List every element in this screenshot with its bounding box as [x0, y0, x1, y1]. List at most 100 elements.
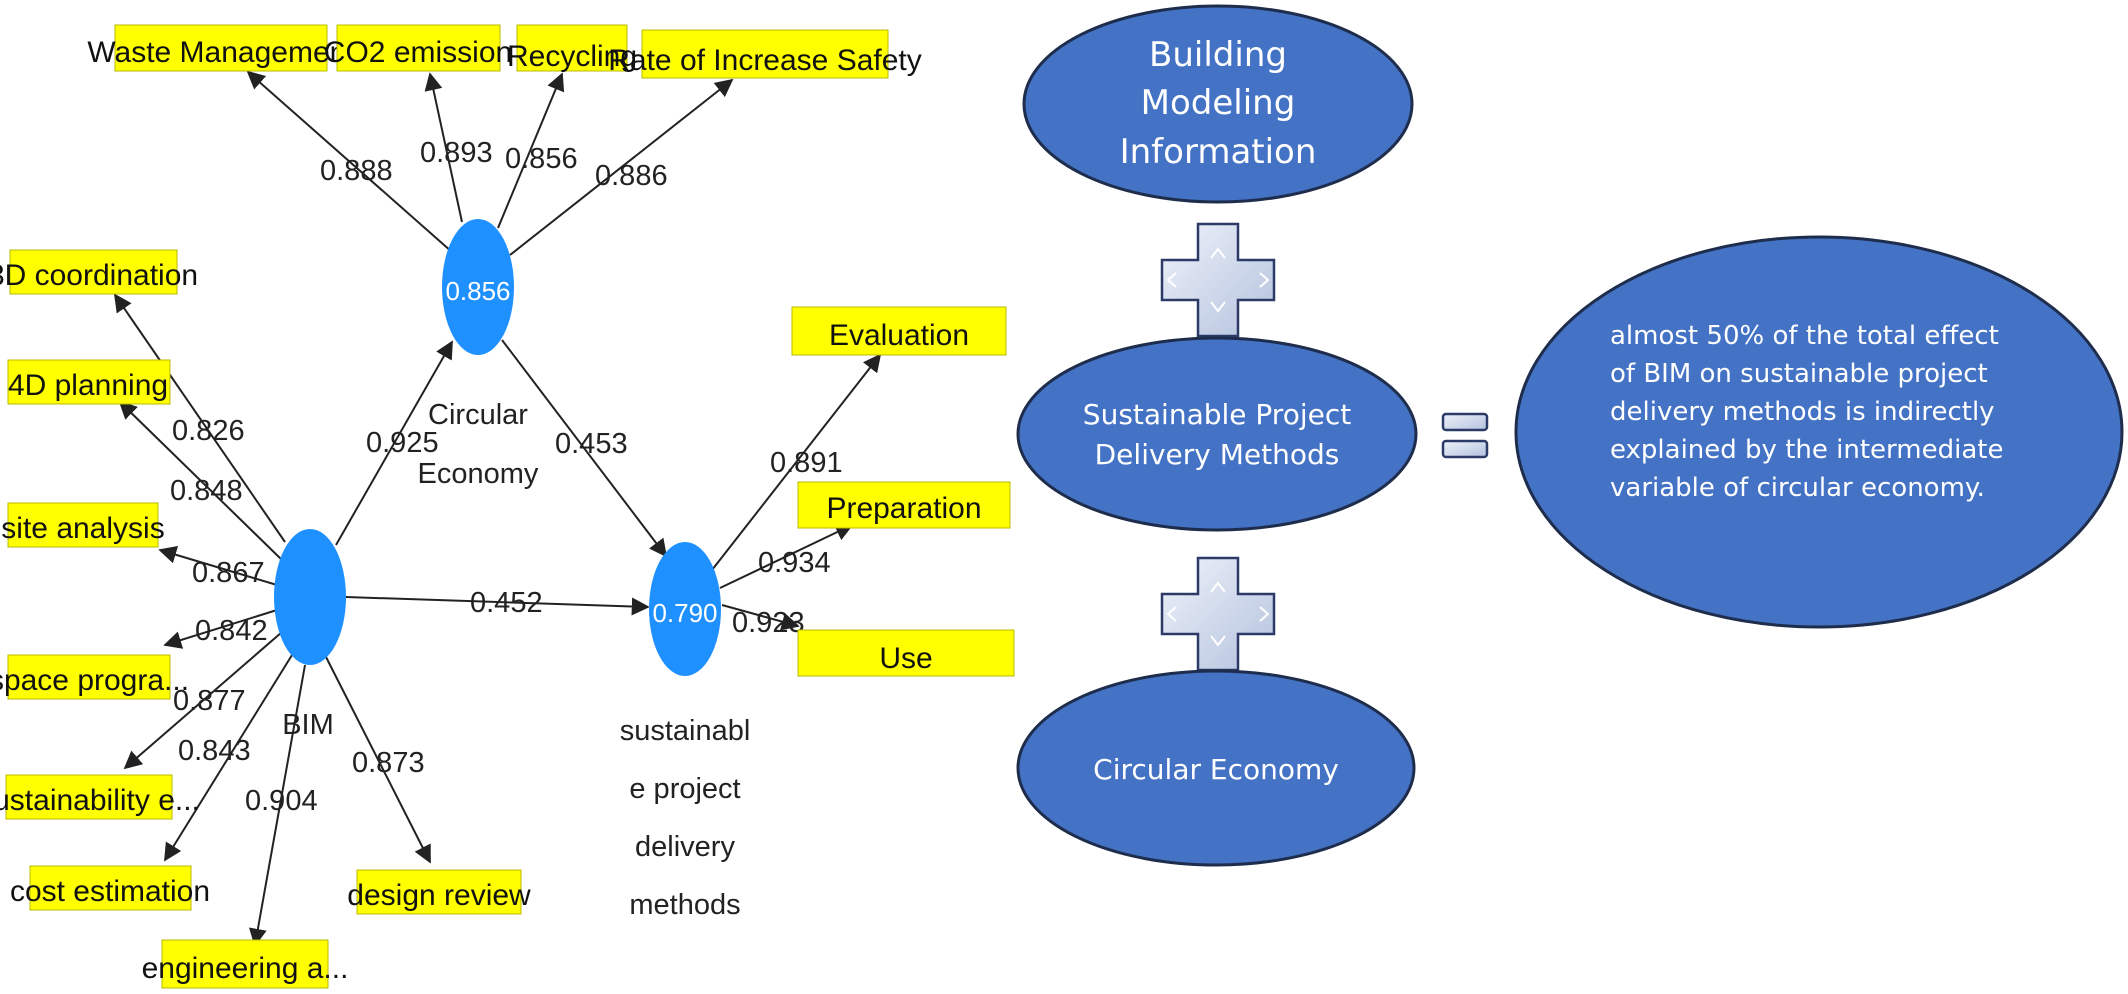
- latent-ce-name-line2: Economy: [418, 458, 539, 490]
- indicator-engineering-analysis: engineering a...: [142, 939, 349, 989]
- arrow-bim-site-analysis: [158, 546, 278, 586]
- loading-preparation: 0.934: [758, 547, 831, 579]
- plus-icon: [1160, 222, 1276, 338]
- svg-text:CO2 emission: CO2 emission: [324, 36, 512, 69]
- indicator-evaluation: Evaluation: [791, 306, 1007, 356]
- svg-text:3D coordination: 3D coordination: [0, 259, 198, 292]
- oval-spdm-line2: Delivery Methods: [1095, 438, 1340, 471]
- oval-ce-line1: Circular Economy: [1093, 753, 1339, 786]
- arrow-ce-waste-management: [246, 70, 453, 253]
- arrow-ce-co2-emission: [424, 72, 463, 223]
- svg-text:cost estimation: cost estimation: [10, 875, 210, 908]
- arrow-spdm-use: [721, 604, 800, 631]
- oval-bim-line2: Modeling: [1141, 83, 1296, 123]
- path-bim-to-spdm: 0.452: [470, 587, 543, 619]
- indicator-waste-management: Waste Management: [87, 24, 355, 72]
- loading-co2-emission: 0.893: [420, 137, 493, 169]
- model-arrows: [113, 70, 882, 947]
- arrow-ce-to-spdm: [501, 339, 668, 558]
- latent-bim-name: BIM: [282, 709, 334, 741]
- loading-use: 0.923: [732, 607, 805, 639]
- latent-spdm: 0.790 sustainabl e project delivery meth…: [620, 542, 751, 921]
- arrow-bim-to-spdm: [345, 596, 650, 616]
- result-line5: variable of circular economy.: [1610, 473, 1985, 503]
- latent-ce-value: 0.856: [445, 276, 510, 306]
- loading-waste-management: 0.888: [320, 155, 393, 187]
- arrow-ce-rate-safety: [509, 78, 734, 256]
- indicator-cost-estimation: cost estimation: [10, 865, 210, 911]
- arrow-bim-4d-planning: [118, 400, 283, 561]
- arrow-bim-space-programming: [163, 609, 278, 649]
- indicator-sustainability-eval: sustainability e...: [0, 774, 200, 820]
- loading-engineering-analysis: 0.904: [245, 785, 318, 817]
- svg-text:sustainability e...: sustainability e...: [0, 784, 200, 817]
- svg-text:Rate of Increase Safety: Rate of Increase Safety: [608, 44, 922, 77]
- arrow-bim-engineering-analysis: [248, 664, 306, 947]
- oval-result: almost 50% of the total effect of BIM on…: [1514, 235, 2124, 629]
- arrow-bim-sustainability-eval: [123, 631, 283, 770]
- latent-spdm-name-line3: delivery: [635, 831, 735, 863]
- indicator-co2-emission: CO2 emission: [324, 24, 512, 72]
- loading-cost-estimation: 0.843: [178, 735, 251, 767]
- loading-design-review: 0.873: [352, 747, 425, 779]
- coefficient-labels: 0.888 0.893 0.856 0.886 0.826 0.848 0.86…: [170, 137, 843, 817]
- svg-text:space progra...: space progra...: [0, 664, 189, 697]
- oval-bim-line3: Information: [1120, 132, 1317, 172]
- arrow-bim-3d-coordination: [113, 293, 286, 543]
- arrow-bim-cost-estimation: [164, 654, 293, 862]
- arrow-bim-design-review: [324, 654, 431, 864]
- latent-spdm-value: 0.790: [652, 598, 717, 628]
- latent-spdm-name-line4: methods: [629, 889, 740, 921]
- latent-spdm-name-line1: sustainabl: [620, 715, 751, 747]
- loading-evaluation: 0.891: [770, 447, 843, 479]
- oval-circular-economy: Circular Economy: [1016, 669, 1416, 867]
- arrow-bim-to-ce: [335, 340, 453, 546]
- loading-4d-planning: 0.848: [170, 475, 243, 507]
- svg-text:Waste Management: Waste Management: [87, 36, 355, 69]
- indicator-3d-coordination: 3D coordination: [0, 249, 198, 295]
- svg-text:4D planning: 4D planning: [8, 369, 168, 402]
- result-line2: of BIM on sustainable project: [1610, 359, 1988, 389]
- indicator-site-analysis: site analysis: [1, 502, 165, 548]
- result-line3: delivery methods is indirectly: [1610, 397, 1995, 427]
- latent-spdm-name-line2: e project: [629, 773, 740, 805]
- indicator-recycling: Recycling: [507, 24, 637, 73]
- latent-ce-name-line1: Circular: [428, 399, 528, 431]
- result-line4: explained by the intermediate: [1610, 435, 2003, 465]
- equals-icon: [1441, 412, 1489, 459]
- svg-text:Recycling: Recycling: [507, 40, 637, 73]
- arrow-spdm-preparation: [719, 523, 854, 589]
- arrow-spdm-evaluation: [711, 353, 882, 571]
- svg-text:Evaluation: Evaluation: [829, 319, 969, 352]
- oval-spdm-line1: Sustainable Project: [1083, 398, 1351, 431]
- oval-spdm: Sustainable Project Delivery Methods: [1016, 336, 1418, 532]
- indicator-rate-safety: Rate of Increase Safety: [608, 29, 922, 79]
- svg-text:engineering a...: engineering a...: [142, 952, 349, 985]
- loading-rate-safety: 0.886: [595, 160, 668, 192]
- indicator-design-review: design review: [347, 869, 531, 915]
- loading-sustainability-eval: 0.877: [173, 685, 246, 717]
- latent-bim: BIM: [274, 529, 346, 741]
- plus-icon: [1160, 556, 1276, 672]
- indicator-boxes: Waste Management CO2 emission Recycling …: [0, 24, 1015, 989]
- svg-text:Use: Use: [879, 642, 932, 675]
- loading-site-analysis: 0.867: [192, 557, 265, 589]
- result-line1: almost 50% of the total effect: [1610, 321, 1999, 351]
- svg-text:site analysis: site analysis: [1, 512, 164, 545]
- loading-3d-coordination: 0.826: [172, 415, 245, 447]
- indicator-preparation: Preparation: [797, 481, 1011, 529]
- arrow-ce-recycling: [497, 72, 565, 229]
- path-bim-to-ce: 0.925: [366, 427, 439, 459]
- svg-text:Preparation: Preparation: [826, 492, 981, 525]
- indicator-use: Use: [797, 629, 1015, 677]
- indicator-4d-planning: 4D planning: [7, 359, 171, 405]
- loading-space-programming: 0.842: [195, 615, 268, 647]
- svg-text:design review: design review: [347, 879, 531, 912]
- oval-bim: Building Modeling Information: [1022, 4, 1414, 204]
- loading-recycling: 0.856: [505, 143, 578, 175]
- oval-bim-line1: Building: [1149, 35, 1287, 75]
- indicator-space-programming: space progra...: [0, 654, 189, 700]
- path-ce-to-spdm: 0.453: [555, 428, 628, 460]
